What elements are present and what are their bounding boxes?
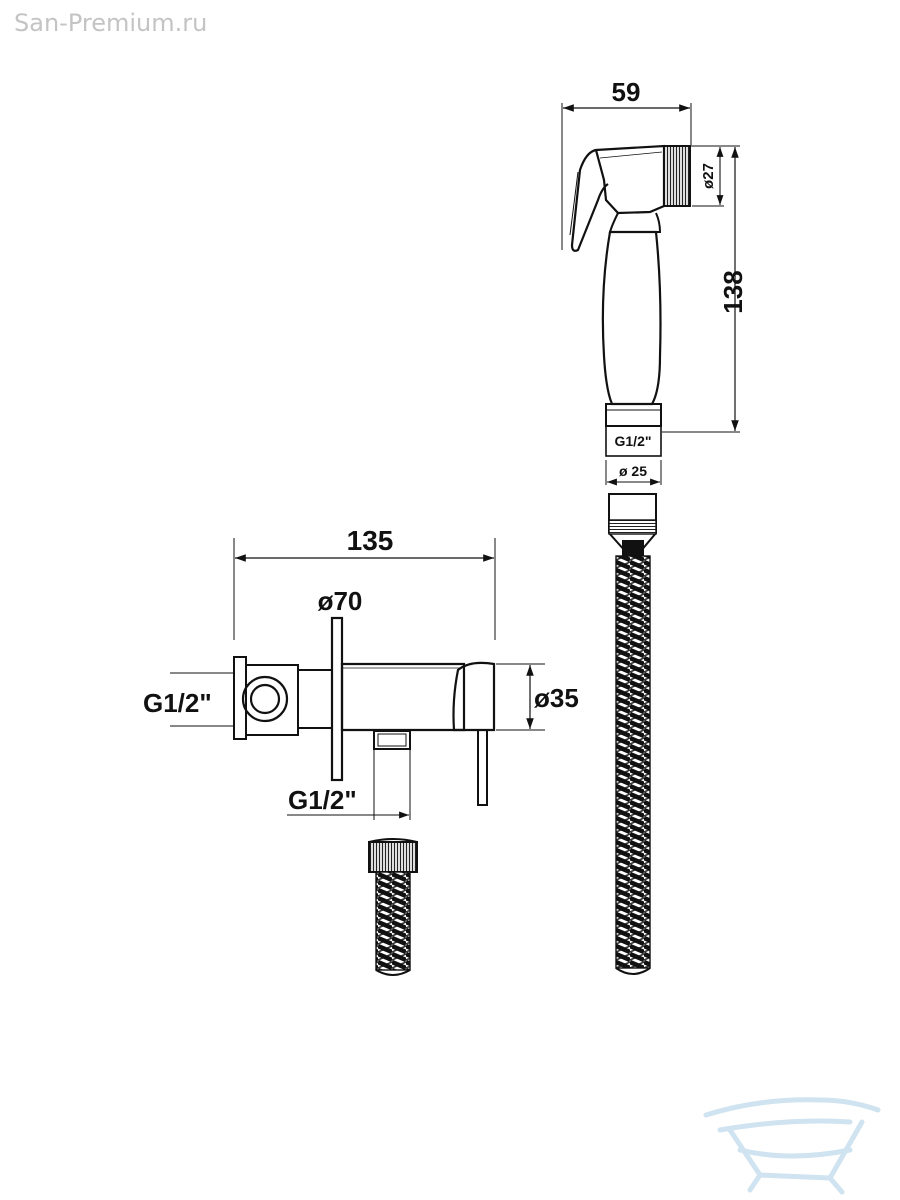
mixer-outlet-thread-label: G1/2" — [288, 785, 357, 815]
sprayer-width-label: 59 — [612, 77, 641, 107]
mixer-body-diameter-label: ø35 — [534, 683, 579, 713]
watermark-text: San-Premium.ru — [14, 9, 207, 37]
shower-hose — [608, 493, 657, 975]
mixer-length-label: 135 — [347, 525, 394, 556]
sprayer-drawing — [561, 103, 740, 486]
bathtub-wave-logo — [703, 1097, 881, 1195]
sprayer-thread-label: G1/2" — [615, 433, 652, 449]
mixer-inlet-thread-label: G1/2" — [143, 688, 212, 718]
mixer-drawing — [170, 538, 545, 820]
sprayer-nozzle-diameter-label: ø27 — [700, 163, 717, 189]
sprayer-length-label: 138 — [718, 270, 748, 313]
sprayer-base-diameter-label: ø 25 — [619, 463, 647, 479]
mixer-flange-diameter-label: ø70 — [318, 586, 363, 616]
short-hose — [368, 838, 418, 976]
